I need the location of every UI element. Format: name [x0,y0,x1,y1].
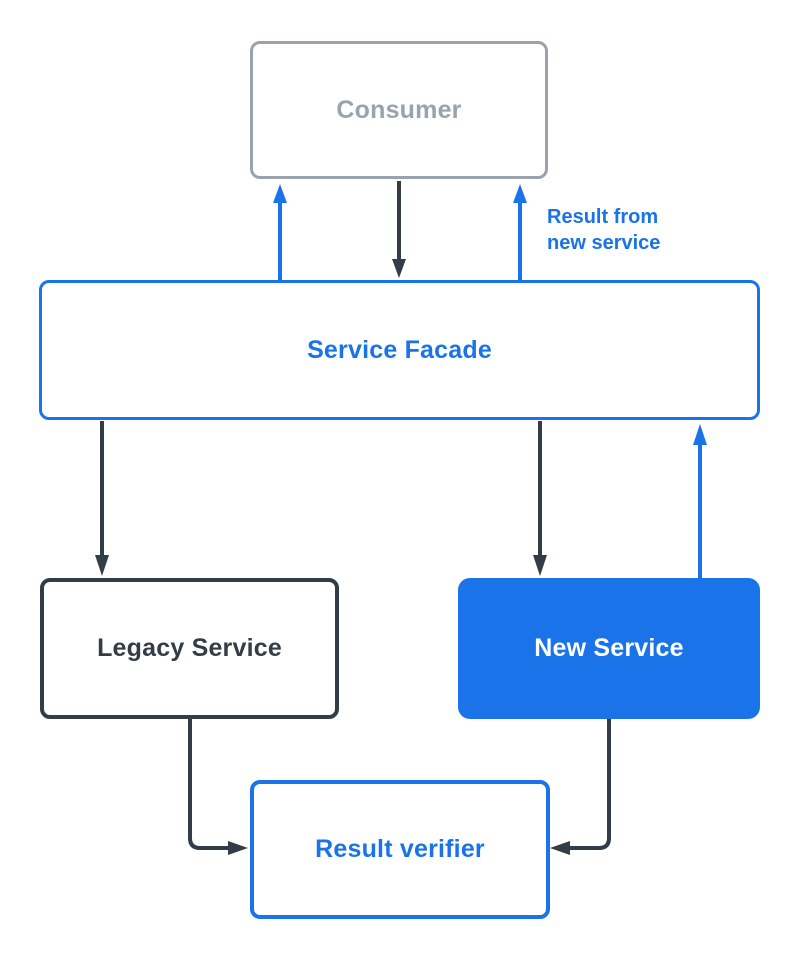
edge-label-line2: new service [547,232,661,254]
node-new-service-label: New Service [534,634,684,662]
node-new-service: New Service [458,578,760,719]
node-legacy-service-label: Legacy Service [97,634,282,662]
edge-label-line1: Result from [547,206,659,228]
node-result-verifier-label: Result verifier [315,835,485,863]
edge-facade-to-new [533,421,547,576]
edge-legacy-to-verifier [188,719,248,855]
edge-facade-to-consumer-right [513,184,527,281]
node-service-facade: Service Facade [39,280,760,420]
edge-new-to-verifier [550,719,611,855]
edge-facade-to-legacy [95,421,109,576]
edge-consumer-to-facade [392,181,406,278]
edge-label-result-from-new-service: Result from new service [547,204,660,256]
node-consumer-label: Consumer [336,95,462,124]
node-consumer: Consumer [250,41,548,179]
node-legacy-service: Legacy Service [40,578,339,719]
node-service-facade-label: Service Facade [307,335,492,364]
node-result-verifier: Result verifier [250,780,550,919]
edge-facade-to-consumer-left [273,184,287,281]
edge-new-to-facade [693,424,707,579]
